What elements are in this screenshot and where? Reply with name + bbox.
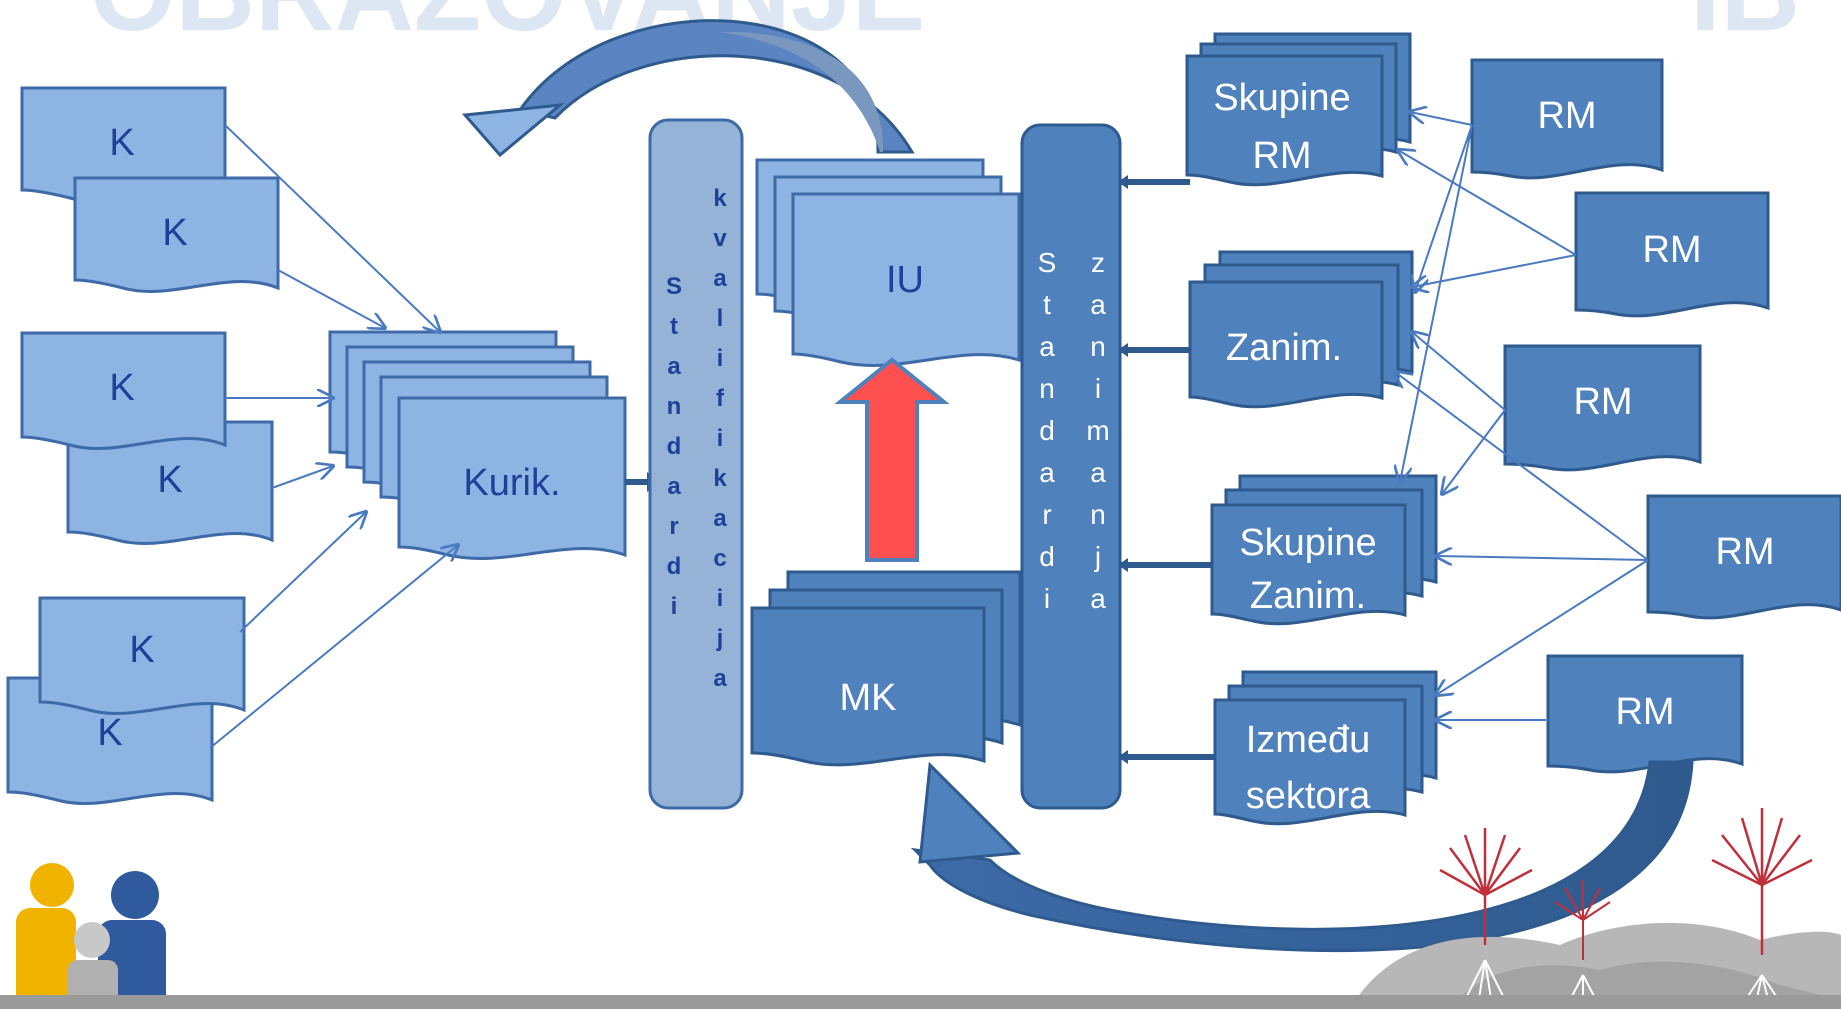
k-document-3: K — [20, 331, 227, 450]
group-line2: RM — [1252, 135, 1311, 177]
group-skupine-rm: Skupine RM — [1185, 32, 1412, 187]
group-line1: Između — [1246, 719, 1371, 761]
kurik-document-stack: Kurik. — [328, 330, 627, 560]
vertical-letter: z — [1091, 247, 1105, 278]
curved-arrow-iu-to-k — [461, 19, 915, 158]
k-label: K — [97, 712, 122, 754]
rm-document-5: RM — [1546, 654, 1744, 774]
mk-document-stack: MK — [750, 570, 1022, 767]
decorative-roots — [1464, 959, 1783, 1008]
vertical-letter: t — [1043, 289, 1051, 320]
rm-document-3: RM — [1503, 344, 1702, 472]
decorative-plant-1 — [1439, 828, 1533, 945]
vertical-letter: n — [1039, 373, 1055, 404]
vertical-letter: a — [713, 505, 727, 532]
kurik-label: Kurik. — [463, 462, 560, 504]
rm-label: RM — [1573, 381, 1632, 423]
group-line2: sektora — [1246, 775, 1371, 817]
vertical-letter: n — [667, 393, 682, 420]
decorative-plant-2 — [1554, 880, 1611, 960]
group-line1: Skupine — [1213, 77, 1350, 119]
group-line1: Skupine — [1239, 522, 1376, 564]
vertical-letter: i — [717, 425, 724, 452]
people-icon — [16, 863, 166, 1009]
vertical-letter: v — [713, 225, 727, 252]
vertical-letter: i — [1044, 583, 1050, 614]
k-document-2: K — [73, 176, 280, 293]
column-to-group-bars — [1118, 175, 1214, 764]
group-zanim: Zanim. — [1188, 250, 1414, 409]
k-document-5: K — [38, 596, 246, 715]
vertical-letter: a — [1090, 289, 1106, 320]
vertical-letter: a — [1090, 583, 1106, 614]
group-skupine-zanim: Skupine Zanim. — [1210, 474, 1438, 626]
red-arrow-mk-to-iu — [834, 357, 950, 562]
vertical-letter: i — [1095, 373, 1101, 404]
decorative-plant-3 — [1711, 808, 1813, 955]
iu-label: IU — [886, 259, 924, 301]
vertical-letter: i — [671, 593, 678, 620]
vertical-letter: n — [1090, 331, 1106, 362]
vertical-letter: f — [716, 385, 725, 412]
k-label: K — [129, 629, 154, 671]
vertical-letter: a — [1039, 457, 1055, 488]
vertical-letter: d — [667, 433, 682, 460]
rm-document-4: RM — [1646, 494, 1841, 620]
rm-label: RM — [1615, 691, 1674, 733]
vertical-letter: r — [669, 513, 678, 540]
rm-document-1: RM — [1470, 58, 1664, 180]
vertical-letter: d — [1039, 541, 1055, 572]
vertical-letter: a — [1090, 457, 1106, 488]
mk-label: MK — [840, 677, 897, 719]
vertical-letter: n — [1090, 499, 1106, 530]
vertical-letter: d — [667, 553, 682, 580]
vertical-letter: c — [713, 545, 726, 572]
rm-label: RM — [1715, 531, 1774, 573]
rm-document-2: RM — [1574, 191, 1770, 318]
vertical-letter: m — [1086, 415, 1109, 446]
vertical-letter: S — [1038, 247, 1057, 278]
vertical-letter: t — [670, 313, 678, 340]
footer-bar — [0, 995, 1841, 1009]
vertical-letter: k — [713, 185, 727, 212]
k-label: K — [157, 459, 182, 501]
vertical-letter: k — [713, 465, 727, 492]
vertical-letter: S — [666, 273, 682, 300]
rm-label: RM — [1537, 95, 1596, 137]
connectors-k-to-kurik — [209, 124, 458, 749]
vertical-letter: a — [1039, 331, 1055, 362]
group-line2: Zanim. — [1250, 575, 1366, 617]
vertical-letter: r — [1042, 499, 1051, 530]
vertical-letter: a — [667, 353, 681, 380]
vertical-letter: j — [716, 625, 724, 652]
vertical-letter: a — [667, 473, 681, 500]
k-label: K — [109, 122, 134, 164]
connectors-rm-to-groups — [1395, 112, 1649, 720]
vertical-letter: i — [717, 345, 724, 372]
vertical-letter: i — [717, 585, 724, 612]
k-label: K — [162, 212, 187, 254]
vertical-letter: a — [713, 665, 727, 692]
iu-document-stack: IU — [755, 158, 1021, 367]
vertical-letter: l — [717, 305, 724, 332]
group-izmedu-sektora: Između sektora — [1213, 670, 1438, 826]
group-line1: Zanim. — [1226, 327, 1342, 369]
k-document-4: K — [66, 420, 274, 545]
vertical-letter: j — [1094, 541, 1101, 572]
vertical-letter: d — [1039, 415, 1055, 446]
k-label: K — [109, 367, 134, 409]
vertical-letter: a — [713, 265, 727, 292]
header-watermark-right: IB — [1690, 0, 1800, 54]
rm-label: RM — [1642, 229, 1701, 271]
